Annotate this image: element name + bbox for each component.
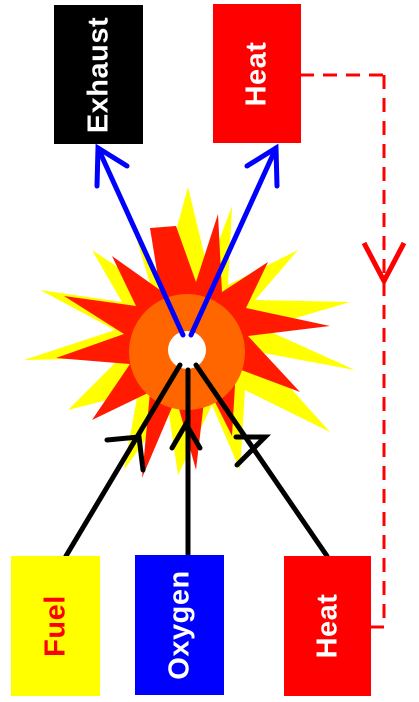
exhaust-box: Exhaust	[54, 5, 143, 144]
feedback-loop	[300, 75, 404, 627]
reaction-point	[168, 331, 206, 369]
fuel-label: Fuel	[39, 595, 72, 657]
heat-output-box: Heat	[213, 4, 301, 143]
oxygen-label: Oxygen	[163, 570, 196, 679]
heat-output-label: Heat	[241, 41, 274, 106]
heat-input-label: Heat	[311, 594, 344, 659]
oxygen-box: Oxygen	[135, 555, 224, 695]
heat-input-box: Heat	[284, 556, 371, 696]
fuel-box: Fuel	[11, 556, 100, 696]
exhaust-label: Exhaust	[82, 16, 115, 132]
